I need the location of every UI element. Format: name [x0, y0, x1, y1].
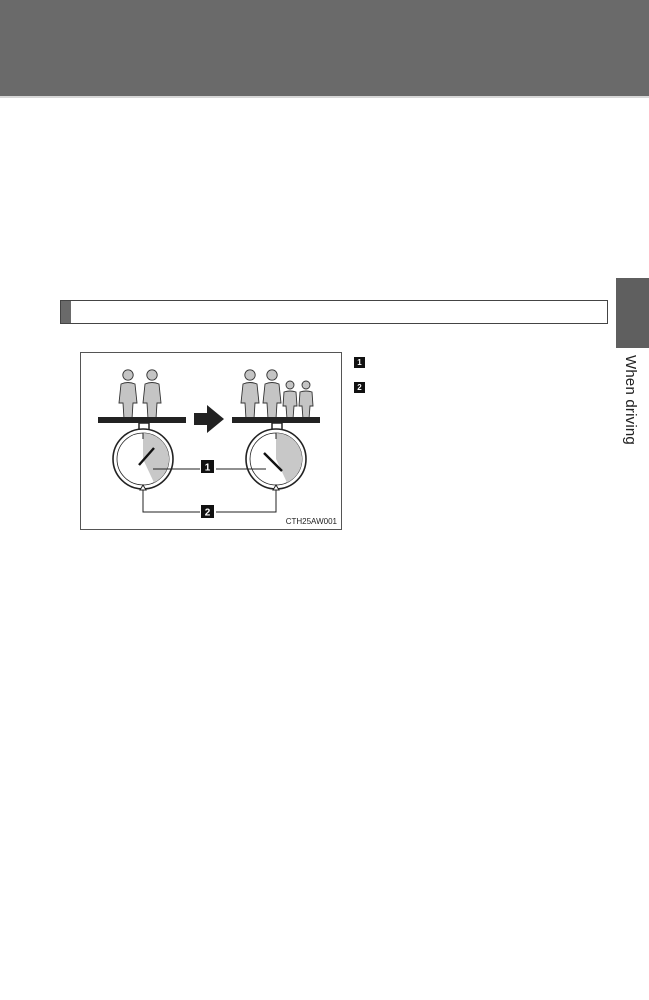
arrow-right-icon — [194, 405, 224, 433]
adults-and-children-icon — [240, 369, 314, 420]
load-gauge-figure: 1 2 CTH25AW001 — [80, 352, 342, 530]
callout-1-badge — [201, 460, 214, 473]
right-load-platform — [232, 417, 320, 423]
page-header-band — [0, 0, 649, 96]
figure-illustration: 1 2 — [98, 369, 320, 519]
right-gauge-needle — [263, 452, 283, 472]
chapter-side-tab — [616, 278, 649, 348]
figure-code: CTH25AW001 — [285, 517, 337, 526]
callout-1-text: 1 — [205, 463, 211, 474]
callout-2-leaders — [142, 490, 277, 513]
chapter-side-label: When driving — [622, 355, 639, 445]
left-gauge-shaded-sector — [143, 432, 170, 483]
legend-item: 1 — [354, 357, 375, 371]
left-load-platform — [98, 417, 186, 423]
header-rule — [0, 96, 649, 98]
section-heading-bar — [60, 300, 608, 324]
left-gauge — [112, 428, 174, 491]
callout-2-badge — [201, 505, 214, 518]
right-gauge — [245, 428, 307, 491]
legend-badge-1: 1 — [354, 357, 365, 368]
legend-badge-2: 2 — [354, 382, 365, 393]
section-heading-accent — [61, 301, 71, 323]
callout-2-text: 2 — [205, 508, 211, 519]
figure-legend: 1 2 — [354, 357, 375, 407]
adult-passengers-icon — [118, 369, 162, 420]
left-gauge-needle — [138, 447, 155, 466]
legend-item: 2 — [354, 382, 375, 396]
